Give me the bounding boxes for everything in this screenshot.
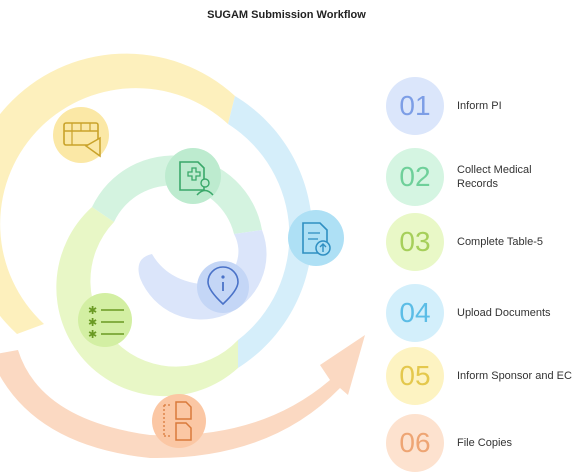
svg-text:✱: ✱	[88, 328, 97, 341]
step-number-badge: 01	[386, 77, 444, 135]
step-number-badge: 02	[386, 148, 444, 206]
step-item: 04 Upload Documents	[386, 284, 573, 342]
step-item: 06 File Copies	[386, 414, 573, 472]
file-copies-icon	[152, 394, 206, 448]
medical-record-icon	[165, 148, 221, 204]
svg-text:✱: ✱	[88, 304, 97, 317]
step-item: 01 Inform PI	[386, 77, 573, 135]
svg-text:✱: ✱	[88, 316, 97, 329]
step-label: Collect Medical Records	[457, 164, 532, 190]
spiral-arm-table	[56, 207, 238, 397]
step-label: Inform Sponsor and EC	[457, 370, 572, 382]
step-item: 05 Inform Sponsor and EC	[386, 347, 573, 405]
step-number-badge: 04	[386, 284, 444, 342]
step-item: 02 Collect Medical Records	[386, 148, 573, 206]
upload-document-icon	[288, 210, 344, 266]
step-number-badge: 05	[386, 347, 444, 405]
info-icon	[197, 261, 249, 313]
step-number-badge: 03	[386, 213, 444, 271]
step-label: Upload Documents	[457, 307, 551, 319]
step-label: Inform PI	[457, 100, 502, 112]
step-item: 03 Complete Table-5	[386, 213, 573, 271]
step-number-badge: 06	[386, 414, 444, 472]
megaphone-board-icon	[53, 107, 109, 163]
checklist-icon: ✱ ✱ ✱	[78, 293, 132, 347]
spiral-arm-inform-sponsor	[0, 53, 235, 334]
step-label: File Copies	[457, 437, 513, 449]
spiral-arm-upload	[228, 96, 313, 368]
spiral-arm-file-copies	[0, 335, 365, 459]
diagram-title: SUGAM Submission Workflow	[207, 9, 366, 21]
step-label: Complete Table-5	[457, 236, 544, 248]
